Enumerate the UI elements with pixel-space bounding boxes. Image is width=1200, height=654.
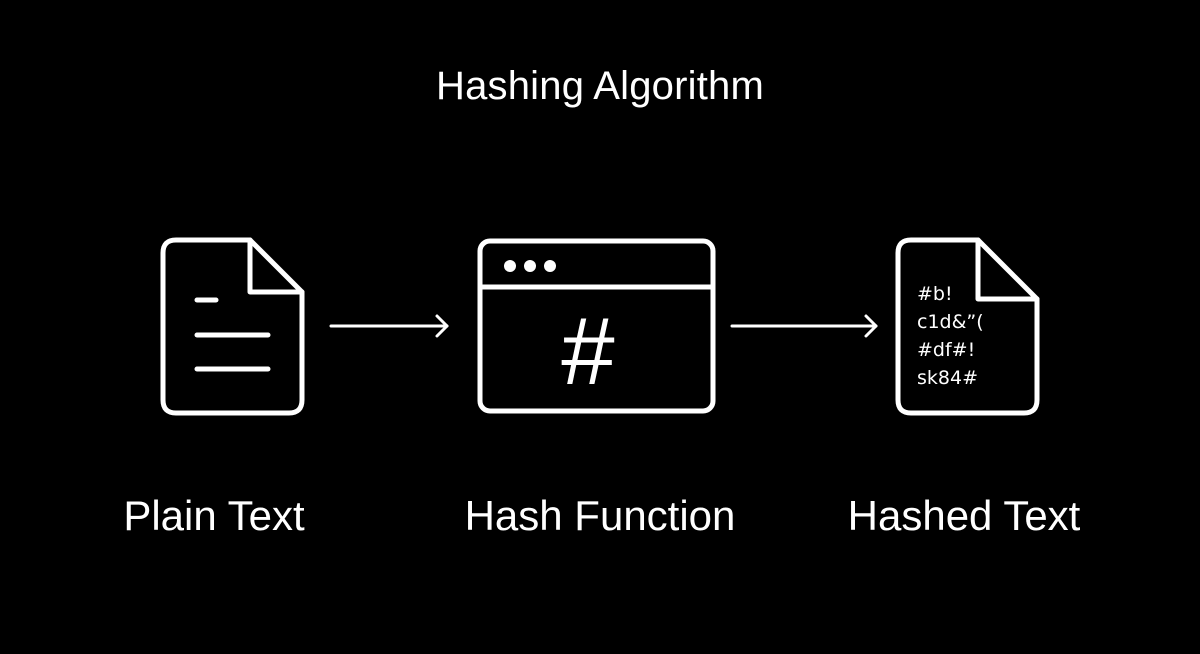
hash-function-label: Hash Function bbox=[464, 492, 736, 539]
arrow-hash-to-hashed bbox=[730, 314, 878, 338]
hashed-line: #b! bbox=[917, 283, 953, 305]
hash-glyph: # bbox=[561, 298, 614, 405]
hashed-text-content: #b! c1d&”( #df#! sk84# bbox=[917, 283, 984, 389]
hash-function-window-icon: # bbox=[477, 238, 716, 414]
window-dot-icon bbox=[544, 260, 556, 272]
plain-text-document-icon bbox=[160, 237, 305, 416]
hashed-line: sk84# bbox=[917, 367, 978, 389]
diagram-title: Hashing Algorithm bbox=[435, 64, 764, 108]
plain-text-label: Plain Text bbox=[123, 492, 305, 539]
window-dot-icon bbox=[504, 260, 516, 272]
window-dot-icon bbox=[524, 260, 536, 272]
hashed-line: #df#! bbox=[917, 339, 975, 361]
hashed-line: c1d&”( bbox=[917, 311, 984, 333]
hashed-text-label: Hashed Text bbox=[847, 492, 1081, 539]
hashed-text-document-icon bbox=[895, 237, 1040, 416]
arrow-plain-to-hash bbox=[329, 314, 449, 338]
